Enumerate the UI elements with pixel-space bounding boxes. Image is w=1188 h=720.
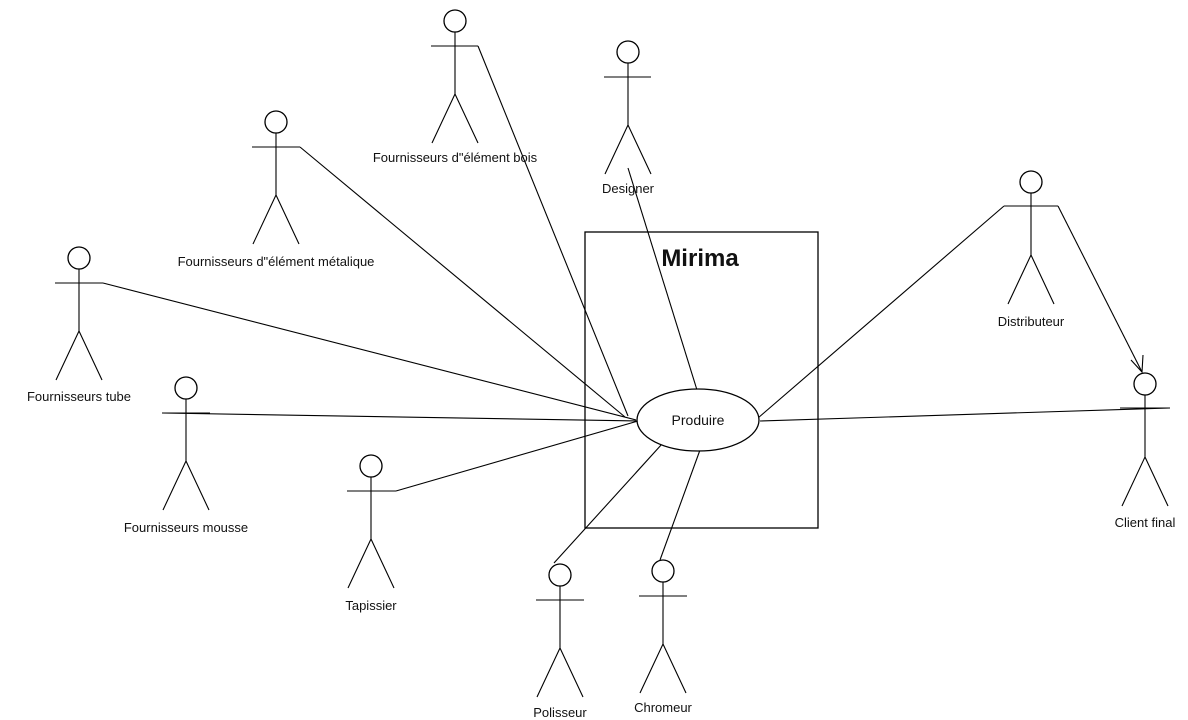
association-line-chromeur	[659, 449, 701, 561]
association-line-distributeur	[757, 205, 1005, 419]
association-line-client	[759, 407, 1171, 422]
use-case-ellipse	[636, 388, 760, 452]
actor-chromeur	[639, 559, 687, 694]
actor-tapissier	[347, 454, 396, 589]
actor-mousse	[162, 376, 210, 511]
actor-label-client: Client final	[1115, 515, 1176, 530]
actor-label-tapissier: Tapissier	[345, 598, 397, 613]
actor-label-metal: Fournisseurs d"élément métalique	[178, 254, 375, 269]
system-title: Mirima	[661, 245, 739, 272]
system-boundary	[584, 231, 819, 529]
actor-label-bois: Fournisseurs d"élément bois	[373, 150, 538, 165]
actor-metal	[252, 110, 300, 245]
association-line-designer	[627, 167, 698, 391]
actor-bois	[431, 9, 479, 144]
actor-label-distributeur: Distributeur	[998, 314, 1065, 329]
use-case-produire: Produire	[636, 388, 760, 452]
actor-designer	[604, 40, 652, 175]
actor-label-designer: Designer	[602, 181, 655, 196]
actor-label-mousse: Fournisseurs mousse	[124, 520, 248, 535]
associations	[102, 45, 1171, 564]
actor-label-chromeur: Chromeur	[634, 700, 692, 715]
association-line-distributeur-client	[1057, 205, 1143, 373]
actor-label-polisseur: Polisseur	[533, 705, 587, 720]
association-line-mousse	[161, 412, 639, 422]
actor-client	[1120, 372, 1170, 507]
actor-polisseur	[536, 563, 584, 698]
association-line-metal	[299, 146, 626, 418]
association-line-bois	[477, 45, 629, 417]
actor-tube	[55, 246, 103, 381]
arrowhead-icon	[1130, 354, 1144, 374]
association-line-tube	[102, 282, 637, 421]
use-case-label: Produire	[672, 412, 725, 428]
actor-distributeur	[1004, 170, 1058, 305]
actor-label-tube: Fournisseurs tube	[27, 389, 131, 404]
association-line-polisseur	[553, 443, 663, 564]
association-line-tapissier	[395, 420, 639, 492]
